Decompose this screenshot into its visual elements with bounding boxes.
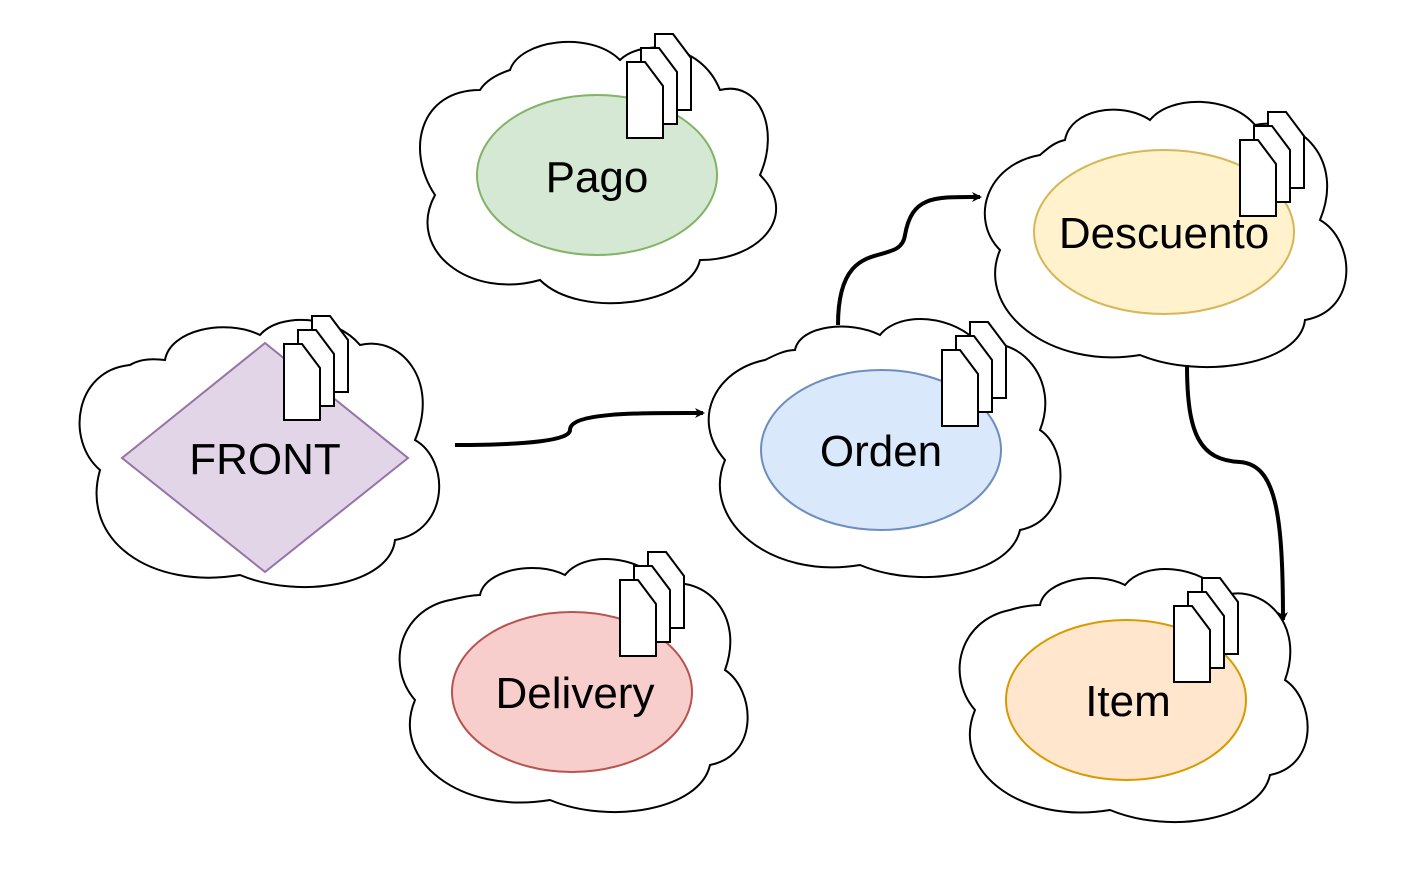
cloud-item[interactable]: Item [958, 568, 1309, 824]
node-shape-descuento[interactable] [1033, 149, 1295, 315]
cloud-pago[interactable]: Pago [419, 33, 778, 305]
multiple-documents-icon [619, 551, 685, 657]
node-label-front: FRONT [189, 435, 341, 484]
cloud-descuento[interactable]: Descuento [983, 100, 1348, 369]
node-label-delivery: Delivery [496, 669, 655, 718]
cloud-orden[interactable]: Orden [707, 318, 1062, 579]
multiple-documents-icon [283, 315, 349, 421]
cloud-front[interactable]: FRONT [78, 315, 441, 589]
edge-descuento-to-item[interactable] [1185, 364, 1288, 622]
edge-front-to-orden[interactable] [454, 407, 705, 447]
node-label-item: Item [1085, 677, 1171, 726]
cloud-delivery[interactable]: Delivery [398, 551, 749, 814]
node-shape-front[interactable] [120, 341, 410, 574]
multiple-documents-icon [626, 33, 692, 139]
node-label-pago: Pago [546, 153, 649, 202]
edge-orden-to-descuento[interactable] [836, 191, 982, 326]
multiple-documents-icon [1173, 577, 1239, 683]
node-label-descuento: Descuento [1059, 209, 1269, 258]
node-label-orden: Orden [820, 427, 942, 476]
multiple-documents-icon [941, 321, 1007, 427]
multiple-documents-icon [1239, 111, 1305, 217]
